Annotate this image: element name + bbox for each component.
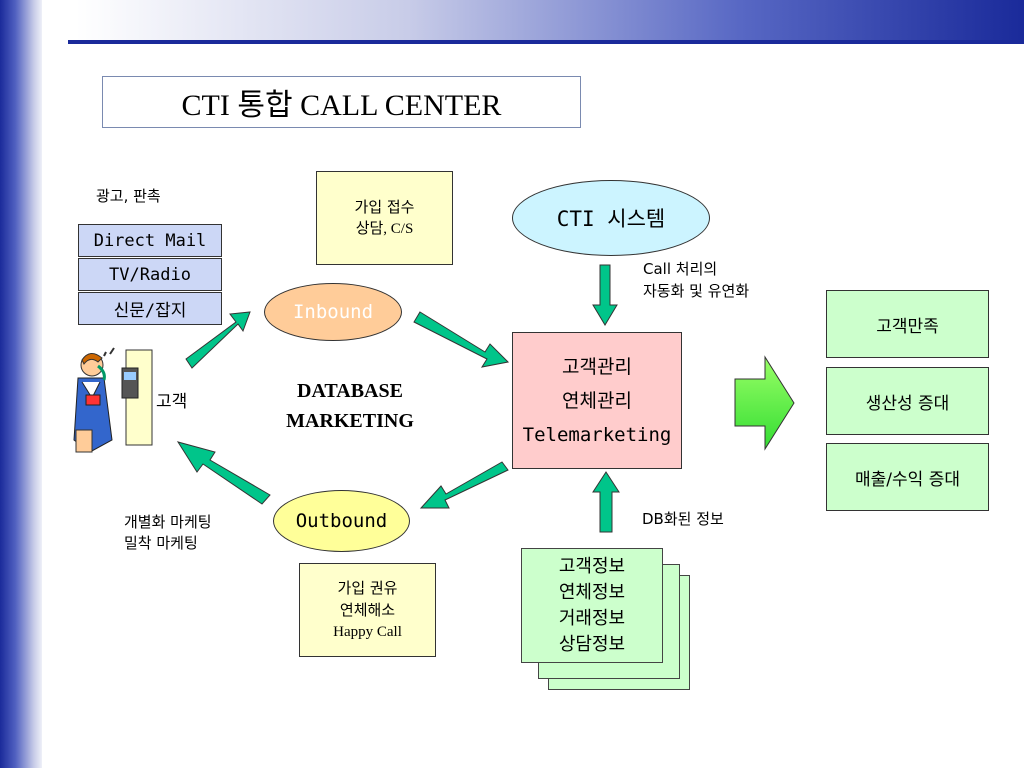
center-line-overdue-mgmt: 연체관리 [562,389,632,412]
result-customer-satisfaction: 고객만족 [826,290,989,358]
result-productivity: 생산성 증대 [826,367,989,435]
center-line-customer-mgmt: 고객관리 [562,355,632,378]
media-item-direct-mail: Direct Mail [78,224,222,257]
outbound-box-line-2: 연체해소 [339,601,396,619]
inbound-ellipse: Inbound [264,283,402,341]
left-fade-bar [34,0,42,768]
top-rule [68,40,1024,44]
outbound-ellipse: Outbound [273,490,410,552]
arrow-info-to-center [592,471,620,533]
database-marketing-label: DATABASE MARKETING [262,376,438,436]
arrow-inbound-to-center [413,311,510,368]
top-gradient-bar [76,0,1024,40]
info-transaction: 거래정보 [558,607,626,629]
call-note-line-1: Call 처리의 [643,260,718,278]
db-marketing-line-1: DATABASE [297,380,403,402]
arrow-customer-to-inbound [185,311,251,369]
arrow-center-to-outbound [419,461,509,509]
call-note-line-2: 자동화 및 유연화 [643,282,750,300]
cti-system-ellipse: CTI 시스템 [512,180,710,256]
outbound-note-line-1: 개별화 마케팅 [124,513,212,531]
signup-line-1: 가입 접수 [354,198,415,216]
info-overdue: 연체정보 [558,581,626,603]
left-gradient-bar [0,0,34,768]
arrow-cti-to-center [592,264,618,326]
media-caption: 광고, 판촉 [96,187,161,205]
customer-label: 고객 [156,392,188,412]
outbound-note-line-2: 밀착 마케팅 [124,534,198,552]
outbound-box-line-1: 가입 권유 [337,579,398,597]
info-consultation: 상담정보 [558,633,626,655]
outbound-box-line-3: Happy Call [333,624,402,640]
arrow-to-results [734,355,795,451]
media-item-tv-radio: TV/Radio [78,258,222,291]
info-stack-front: 고객정보 연체정보 거래정보 상담정보 [521,548,663,663]
page-title: CTI 통합 CALL CENTER [102,76,581,128]
db-marketing-line-2: MARKETING [286,410,414,432]
result-revenue: 매출/수익 증대 [826,443,989,511]
center-line-telemarketing: Telemarketing [522,423,672,446]
customer-figure-icon [73,347,153,453]
signup-box: 가입 접수 상담, C/S [316,171,453,265]
signup-line-2: 상담, C/S [355,221,414,237]
outbound-box: 가입 권유 연체해소 Happy Call [299,563,436,657]
call-note: Call 처리의 자동화 및 유연화 [643,258,749,302]
info-customer: 고객정보 [558,555,626,577]
db-info-note: DB화된 정보 [642,510,724,528]
center-box: 고객관리 연체관리 Telemarketing [512,332,682,469]
header-corner [42,0,76,40]
media-item-newspaper: 신문/잡지 [78,292,222,325]
arrow-outbound-to-customer [176,441,271,505]
outbound-note: 개별화 마케팅 밀착 마케팅 [124,512,212,554]
